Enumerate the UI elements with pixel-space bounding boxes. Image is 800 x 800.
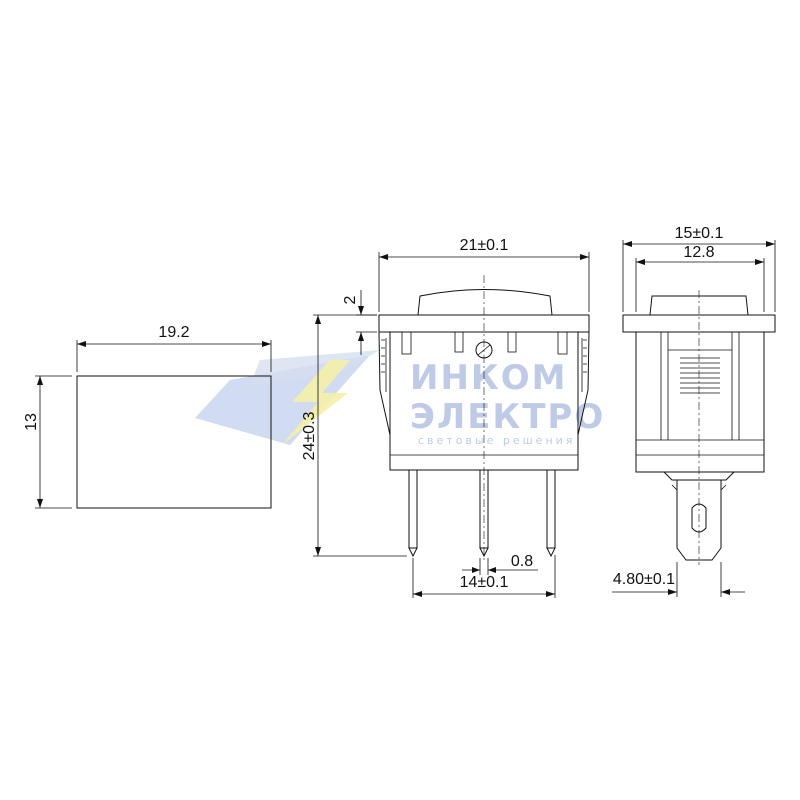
side-view: 15±0.1 12.8 4.80±0.1 xyxy=(612,225,776,597)
terminal-barb xyxy=(671,484,727,491)
logo-blue-band-2 xyxy=(250,350,380,385)
arrow-head xyxy=(413,591,422,597)
overall-width-label: 21±0.1 xyxy=(460,237,509,254)
tab xyxy=(454,331,464,353)
latch-serration xyxy=(381,339,385,373)
arrow-head xyxy=(77,341,86,347)
arrow-head xyxy=(668,589,677,595)
right-latch xyxy=(577,331,590,436)
logo-line1: ИНКОМ xyxy=(410,358,567,398)
pin-tip xyxy=(546,547,556,558)
front-view: 21±0.1 2 24±0.3 0.8 14±0.1 xyxy=(301,237,590,598)
pin-width-label: 0.8 xyxy=(511,553,533,570)
arrow-head xyxy=(721,589,730,595)
arrow-head xyxy=(379,254,388,260)
tab xyxy=(401,331,412,355)
pin-left xyxy=(408,469,418,549)
tab xyxy=(507,331,517,353)
overall-height-label: 24±0.3 xyxy=(301,411,318,460)
pin-pitch-label: 14±0.1 xyxy=(460,574,509,591)
latch-serration xyxy=(583,339,587,373)
logo-line2: ЭЛЕКТРО xyxy=(410,397,605,437)
terminal-hole xyxy=(691,503,707,533)
arrow-head xyxy=(488,567,496,573)
side-grille xyxy=(680,357,720,394)
left-latch xyxy=(378,331,391,436)
arrow-head xyxy=(37,499,43,508)
inkom-electro-logo: ИНКОМ ЭЛЕКТРО световые решения xyxy=(195,350,605,447)
arrow-head xyxy=(755,259,764,265)
pin-tip xyxy=(408,547,418,558)
side-body xyxy=(635,331,765,473)
arrow-head xyxy=(472,567,480,573)
arrow-head xyxy=(262,341,271,347)
cutout-width-label: 19.2 xyxy=(158,324,189,341)
arrow-head xyxy=(37,376,43,385)
arrow-head xyxy=(358,306,364,315)
rocker-actuator xyxy=(417,289,553,316)
cutout-view: 19.2 13 xyxy=(23,324,272,509)
side-width-label: 15±0.1 xyxy=(675,225,724,242)
arrow-head xyxy=(766,241,775,247)
terminal-width-label: 4.80±0.1 xyxy=(613,571,675,588)
bezel-thickness-label: 2 xyxy=(342,295,359,304)
arrow-head xyxy=(315,547,321,556)
arrow-head xyxy=(636,259,645,265)
arrow-head xyxy=(358,332,364,341)
terminal-base xyxy=(663,471,735,481)
pin-right xyxy=(546,469,556,549)
logo-tagline: световые решения xyxy=(418,434,575,447)
pin-tip xyxy=(479,547,489,558)
side-terminal xyxy=(676,480,722,561)
cutout-rectangle xyxy=(76,375,272,509)
arrow-head xyxy=(315,315,321,324)
cutout-height-label: 13 xyxy=(23,413,40,431)
arrow-head xyxy=(623,241,632,247)
arrow-head xyxy=(580,254,589,260)
body-depth-label: 12.8 xyxy=(683,244,714,261)
tab xyxy=(557,331,568,355)
logo-bolt-icon xyxy=(282,360,350,445)
arrow-head xyxy=(546,591,555,597)
